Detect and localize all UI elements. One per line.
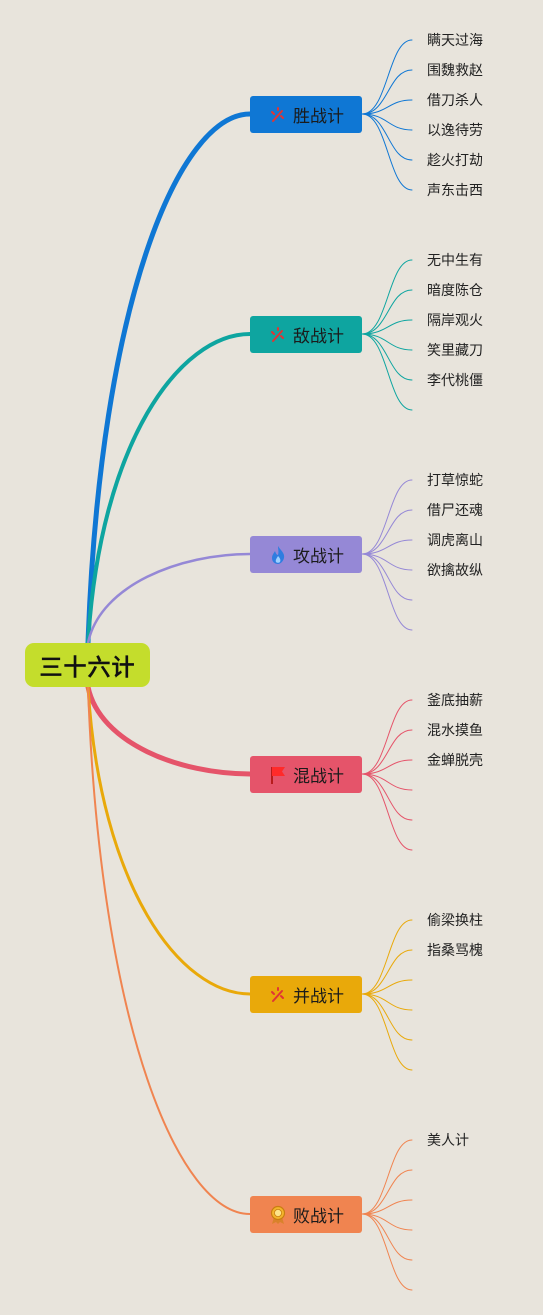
- leaf-node[interactable]: 美人计: [427, 1133, 469, 1149]
- branch-node-bingzhan[interactable]: 并战计: [250, 976, 362, 1013]
- leaf-connector: [361, 333, 413, 411]
- leaf-connector: [361, 259, 413, 335]
- leaf-node[interactable]: 打草惊蛇: [427, 473, 483, 489]
- leaf-connector: [361, 99, 413, 115]
- leaf-node[interactable]: 瞒天过海: [427, 33, 483, 49]
- branch-node-dizhan[interactable]: 敌战计: [250, 316, 362, 353]
- branch-connector: [86, 685, 252, 996]
- leaf-connector: [361, 699, 413, 775]
- leaf-node[interactable]: 笑里藏刀: [427, 343, 483, 359]
- fireworks-icon: [268, 105, 288, 125]
- red-flag-icon: [268, 765, 288, 785]
- leaf-connector: [361, 1169, 413, 1215]
- leaf-connector: [361, 69, 413, 115]
- leaf-node[interactable]: 调虎离山: [427, 533, 483, 549]
- fireworks-icon: [268, 985, 288, 1005]
- branch-label: 攻战计: [293, 547, 344, 567]
- branch-label: 败战计: [293, 1207, 344, 1227]
- leaf-connector: [361, 553, 413, 631]
- branch-connector: [85, 111, 253, 646]
- root-node[interactable]: 三十六计: [25, 643, 150, 687]
- leaf-node[interactable]: 金蝉脱壳: [427, 753, 483, 769]
- branch-node-hunzhan[interactable]: 混战计: [250, 756, 362, 793]
- leaf-connector: [361, 773, 413, 821]
- leaf-connector: [361, 333, 413, 351]
- leaf-connector: [361, 949, 413, 995]
- branch-label: 并战计: [293, 987, 344, 1007]
- branch-label: 混战计: [293, 767, 344, 787]
- leaf-connector: [361, 509, 413, 555]
- leaf-connector: [361, 1213, 413, 1231]
- branch-connector: [86, 332, 252, 645]
- leaf-node[interactable]: 无中生有: [427, 253, 483, 269]
- leaf-connector: [361, 553, 413, 601]
- leaf-node[interactable]: 以逸待劳: [427, 123, 483, 139]
- leaf-node[interactable]: 趁火打劫: [427, 153, 483, 169]
- leaf-connector: [361, 39, 413, 115]
- branch-connector: [86, 552, 252, 645]
- branch-connector: [87, 686, 251, 1215]
- leaf-node[interactable]: 借尸还魂: [427, 503, 483, 519]
- leaf-connector: [361, 553, 413, 571]
- leaf-connector: [361, 993, 413, 1011]
- leaf-node[interactable]: 偷梁换柱: [427, 913, 483, 929]
- leaf-node[interactable]: 欲擒故纵: [427, 563, 483, 579]
- leaf-node[interactable]: 暗度陈仓: [427, 283, 483, 299]
- leaf-connector: [361, 773, 413, 791]
- leaf-node[interactable]: 李代桃僵: [427, 373, 483, 389]
- leaf-connector: [361, 1199, 413, 1215]
- medal-icon: [268, 1205, 288, 1225]
- leaf-node[interactable]: 混水摸鱼: [427, 723, 483, 739]
- leaf-connector: [361, 729, 413, 775]
- leaf-connector: [361, 979, 413, 995]
- root-label: 三十六计: [39, 655, 136, 681]
- leaf-connector: [361, 319, 413, 335]
- leaf-node[interactable]: 隔岸观火: [427, 313, 483, 329]
- leaf-node[interactable]: 声东击西: [427, 183, 483, 199]
- leaf-connector: [361, 539, 413, 555]
- leaf-connector: [361, 1139, 413, 1215]
- leaf-connector: [361, 1213, 413, 1261]
- leaf-connector: [361, 333, 413, 381]
- branch-node-baizhan[interactable]: 败战计: [250, 1196, 362, 1233]
- leaf-connector: [361, 289, 413, 335]
- branch-label: 胜战计: [293, 107, 344, 127]
- leaf-connector: [361, 1213, 413, 1291]
- leaf-connector: [361, 919, 413, 995]
- branch-connector: [85, 684, 253, 777]
- leaf-node[interactable]: 指桑骂槐: [427, 943, 483, 959]
- leaf-connector: [361, 113, 413, 131]
- leaf-connector: [361, 773, 413, 851]
- leaf-node[interactable]: 借刀杀人: [427, 93, 483, 109]
- branch-node-gongzhan[interactable]: 攻战计: [250, 536, 362, 573]
- branch-node-shengzhan[interactable]: 胜战计: [250, 96, 362, 133]
- leaf-node[interactable]: 围魏救赵: [427, 63, 483, 79]
- flame-icon: [268, 545, 288, 565]
- leaf-connector: [361, 993, 413, 1071]
- leaf-connector: [361, 479, 413, 555]
- fireworks-icon: [268, 325, 288, 345]
- leaf-connector: [361, 113, 413, 191]
- branch-label: 敌战计: [293, 327, 344, 347]
- leaf-connector: [361, 113, 413, 161]
- leaf-connector: [361, 993, 413, 1041]
- leaf-connector: [361, 759, 413, 775]
- leaf-node[interactable]: 釜底抽薪: [427, 693, 483, 709]
